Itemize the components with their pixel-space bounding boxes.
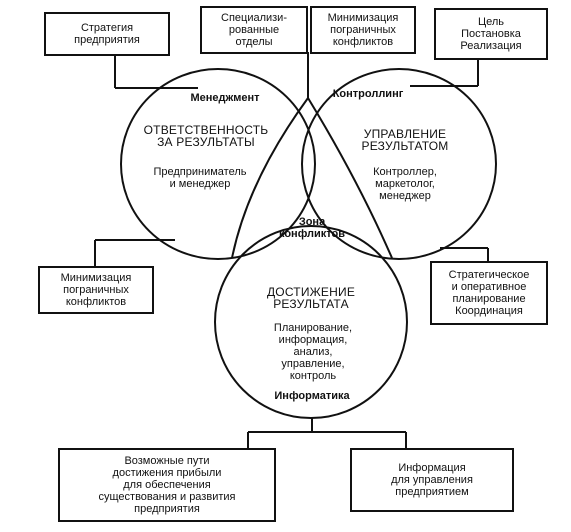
circle-controlling: [301, 68, 497, 260]
box-profit-paths: Возможные пути достижения прибыли для об…: [58, 448, 276, 522]
circle-informatics: [214, 225, 408, 419]
informatics-title: Информатика: [274, 390, 350, 402]
management-roles: Предприниматель и менеджер: [153, 166, 247, 190]
box-info-management: Информация для управления предприятием: [350, 448, 514, 512]
controlling-focus: УПРАВЛЕНИЕ РЕЗУЛЬТАТОМ: [361, 127, 449, 153]
box-min-conflicts-left: Минимизация пограничных конфликтов: [38, 266, 154, 314]
informatics-roles: Планирование, информация, анализ, управл…: [273, 322, 353, 382]
box-special-departments: Специализи- рованные отделы: [200, 6, 308, 54]
management-focus: ОТВЕТСТВЕННОСТЬ ЗА РЕЗУЛЬТАТЫ: [143, 123, 269, 149]
controlling-title: Контроллинг: [332, 88, 404, 100]
box-min-conflicts-top: Минимизация пограничных конфликтов: [310, 6, 416, 54]
conflict-curve: [231, 97, 309, 259]
circle-management: [120, 68, 316, 260]
conflict-zone-label: Зона конфликтов: [278, 216, 346, 240]
informatics-focus: ДОСТИЖЕНИЕ РЕЗУЛЬТАТА: [266, 285, 356, 311]
box-strategy: Стратегия предприятия: [44, 12, 170, 56]
box-strategic-planning: Стратегическое и оперативное планировани…: [430, 261, 548, 325]
management-title: Менеджмент: [190, 92, 260, 104]
controlling-roles: Контроллер, маркетолог, менеджер: [373, 166, 437, 202]
box-goal: Цель Постановка Реализация: [434, 8, 548, 60]
